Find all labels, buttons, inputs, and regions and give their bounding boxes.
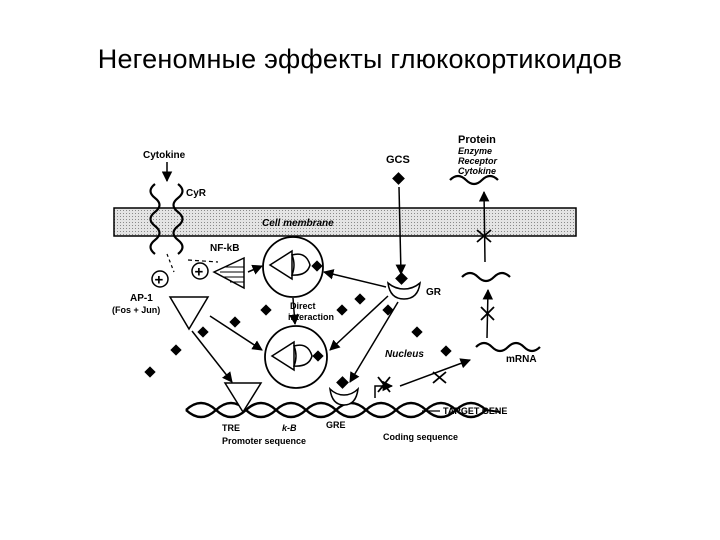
protein-squiggle bbox=[461, 271, 511, 283]
cytokine-label: Cytokine bbox=[143, 150, 186, 161]
nf-kb-arrow bbox=[247, 264, 263, 275]
dna-tail bbox=[485, 409, 501, 413]
nf-kb-triangle bbox=[212, 256, 245, 290]
tre-triangle bbox=[223, 382, 263, 414]
target-gene-label: TARGET GENE bbox=[443, 406, 507, 416]
gcs-molecule bbox=[392, 172, 405, 185]
cytokine-product-label: Cytokine bbox=[458, 166, 496, 176]
upper-complex-gr bbox=[290, 253, 311, 276]
plus-circle-left bbox=[151, 270, 169, 288]
transcription-block-x bbox=[377, 376, 391, 393]
kb-label: k-B bbox=[282, 423, 297, 433]
cytokine-receptor-right bbox=[172, 183, 184, 255]
ap1-label: AP-1 bbox=[130, 293, 153, 304]
protein-export-arrow bbox=[478, 190, 490, 263]
complex-circle-upper bbox=[262, 236, 324, 298]
coding-sequence-label: Coding sequence bbox=[383, 432, 458, 442]
gr-to-gre-arrow bbox=[349, 301, 399, 383]
plus-sign-right: + bbox=[195, 264, 204, 281]
direct-interaction-label-2: interaction bbox=[288, 312, 334, 322]
fos-jun-label: (Fos + Jun) bbox=[112, 305, 160, 315]
mrna-block-x bbox=[432, 371, 447, 384]
gre-receptor bbox=[328, 386, 360, 406]
lower-complex-gr bbox=[292, 344, 313, 367]
mrna-label: mRNA bbox=[506, 354, 537, 365]
translation-block-x bbox=[480, 306, 495, 321]
cyr-label: CyR bbox=[186, 188, 207, 199]
nf-kb-hatching bbox=[220, 266, 244, 283]
mrna-squiggle bbox=[475, 341, 541, 353]
complex-circle-lower bbox=[264, 325, 328, 389]
dna-strand-2 bbox=[185, 401, 487, 419]
gre-label: GRE bbox=[326, 420, 346, 430]
gr-to-lower-arrow bbox=[329, 295, 389, 351]
lower-complex-ligand bbox=[312, 350, 324, 362]
receptor-label: Receptor bbox=[458, 156, 498, 166]
gcs-label: GCS bbox=[386, 154, 410, 166]
plus-sign-left: + bbox=[155, 272, 164, 289]
upper-to-lower-arrow bbox=[289, 297, 300, 326]
receptor-signal-line-2 bbox=[187, 259, 219, 263]
gcs-arrow bbox=[395, 186, 407, 276]
direct-interaction-label-1: Direct bbox=[290, 301, 316, 311]
upper-complex-triangle bbox=[268, 249, 293, 281]
nucleus-label: Nucleus bbox=[385, 349, 424, 360]
tre-label: TRE bbox=[222, 423, 240, 433]
ap1-triangle bbox=[168, 296, 210, 331]
ap1-to-tre-arrow bbox=[191, 330, 233, 383]
free-gcs-molecules bbox=[144, 293, 452, 378]
cytokine-receptor-left bbox=[149, 183, 161, 255]
gr-bound-ligand bbox=[395, 272, 408, 285]
plus-circle-right bbox=[191, 262, 209, 280]
promoter-sequence-label: Promoter sequence bbox=[222, 436, 306, 446]
gr-receptor bbox=[387, 281, 421, 300]
gr-label: GR bbox=[426, 287, 442, 298]
upper-complex-ligand bbox=[311, 260, 323, 272]
gr-to-upper-arrow bbox=[322, 269, 387, 288]
receptor-signal-line-1 bbox=[166, 253, 175, 273]
cell-membrane-label: Cell membrane bbox=[262, 218, 334, 229]
slide-title: Негеномные эффекты глюкокортикоидов bbox=[97, 44, 623, 74]
cell-membrane-band bbox=[113, 207, 577, 237]
export-block-x bbox=[476, 229, 492, 243]
enzyme-label: Enzyme bbox=[458, 146, 492, 156]
lower-complex-triangle bbox=[270, 340, 295, 372]
nf-kb-label: NF-kB bbox=[210, 243, 239, 254]
gre-ligand bbox=[336, 376, 349, 389]
ap1-to-lower-arrow bbox=[209, 315, 263, 351]
secreted-protein-squiggle bbox=[449, 174, 499, 186]
protein-label: Protein bbox=[458, 134, 496, 146]
